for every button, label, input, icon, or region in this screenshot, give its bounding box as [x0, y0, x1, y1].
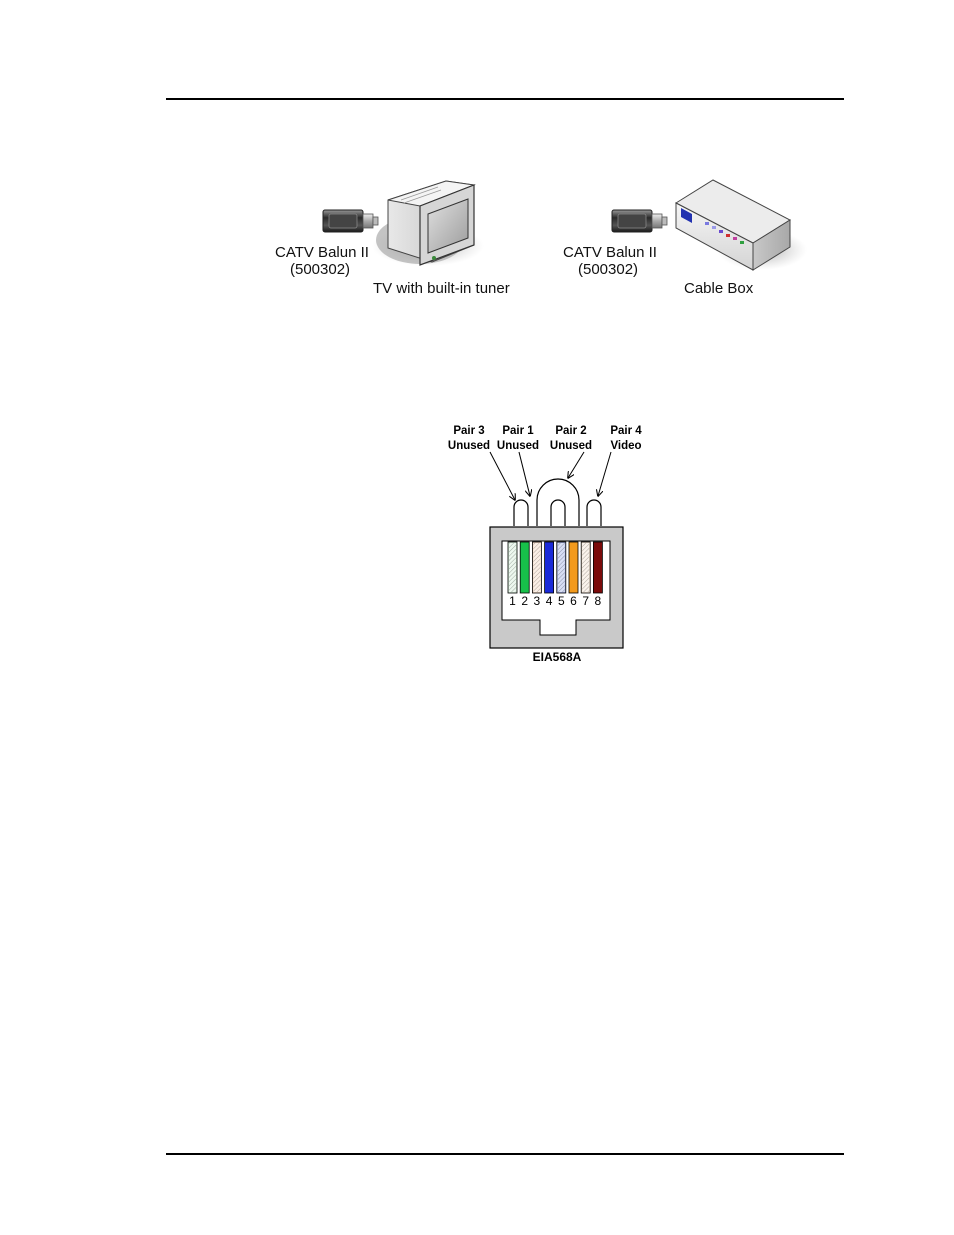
- pair-1-arrow: [519, 452, 530, 496]
- pair-4-loop: [587, 500, 601, 526]
- pin-number-6: 6: [568, 594, 580, 608]
- pair-2-arrow: [568, 452, 584, 478]
- pin-number-5: 5: [555, 594, 567, 608]
- contact-pin-3-stripe: [533, 543, 540, 592]
- pin-number-7: 7: [580, 594, 592, 608]
- rj45-jack-diagram: [0, 0, 954, 700]
- pin-number-2: 2: [519, 594, 531, 608]
- pair-1-loop: [551, 500, 565, 526]
- contact-pin-8: [593, 542, 602, 593]
- pair-2-loop: [537, 479, 579, 526]
- pair-3-loop: [514, 500, 528, 526]
- pair-3-arrow: [490, 452, 515, 500]
- footer-rule: [166, 1153, 844, 1155]
- contact-pin-5-stripe: [558, 543, 565, 592]
- pin-number-8: 8: [592, 594, 604, 608]
- wiring-standard-caption: EIA568A: [507, 650, 607, 665]
- pin-number-4: 4: [543, 594, 555, 608]
- contact-pin-1-stripe: [509, 543, 516, 592]
- contact-pin-4: [545, 542, 554, 593]
- contact-pin-6: [569, 542, 578, 593]
- pin-number-3: 3: [531, 594, 543, 608]
- pair-4-arrow: [598, 452, 611, 496]
- contact-pin-7-stripe: [582, 543, 589, 592]
- contact-pin-2: [520, 542, 529, 593]
- pin-number-1: 1: [507, 594, 519, 608]
